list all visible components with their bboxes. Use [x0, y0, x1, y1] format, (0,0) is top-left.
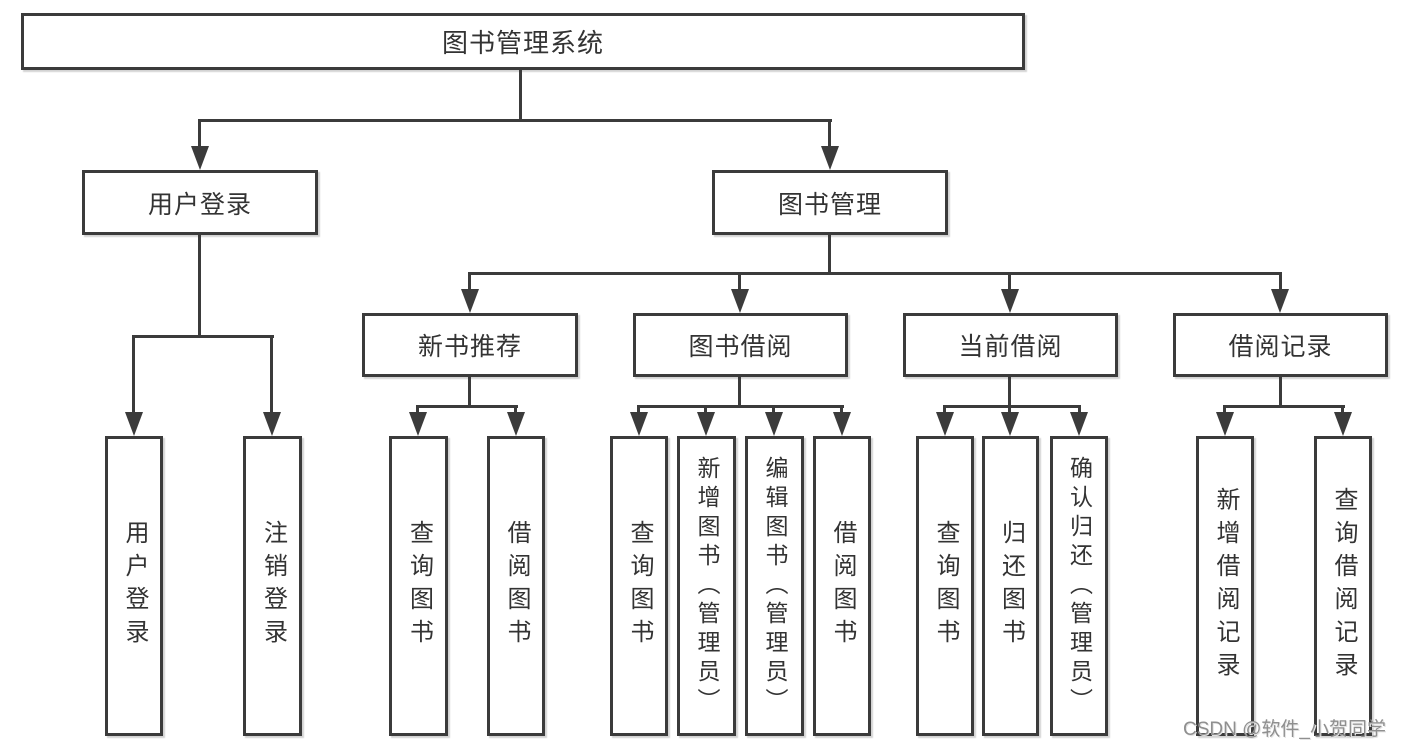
arrow-down-icon: [191, 146, 209, 170]
connector-line: [1008, 405, 1011, 414]
node-label: 注销登录: [259, 520, 287, 652]
leaf-query-borrow-record: 查询借阅记录: [1314, 436, 1372, 736]
node-book-borrow: 图书借阅: [633, 313, 848, 377]
arrow-down-icon: [1334, 412, 1352, 436]
node-label: 查询图书: [405, 520, 433, 652]
node-label: 当前借阅: [958, 333, 1063, 361]
node-label: 图书管理: [777, 190, 882, 219]
arrow-down-icon: [765, 412, 783, 436]
connector-line: [738, 272, 741, 291]
connector-line: [198, 119, 201, 150]
connector-line: [828, 119, 831, 150]
node-borrow-records: 借阅记录: [1173, 313, 1388, 377]
connector-line: [943, 405, 946, 414]
leaf-add-borrow-record: 新增借阅记录: [1196, 436, 1254, 736]
arrow-down-icon: [833, 412, 851, 436]
arrow-down-icon: [409, 412, 427, 436]
leaf-query-books-borrow: 查询图书: [610, 436, 668, 736]
connector-line: [943, 405, 1081, 408]
arrow-down-icon: [461, 289, 479, 313]
connector-line: [198, 119, 832, 122]
connector-line: [198, 235, 201, 337]
arrow-down-icon: [507, 412, 525, 436]
connector-line: [637, 405, 640, 414]
connector-line: [840, 405, 843, 414]
connector-line: [132, 335, 135, 414]
connector-line: [637, 405, 844, 408]
node-label: 图书借阅: [688, 333, 793, 361]
arrow-down-icon: [125, 412, 143, 436]
arrow-down-icon: [821, 146, 839, 170]
arrow-down-icon: [1216, 412, 1234, 436]
leaf-logout-login: 注销登录: [243, 436, 302, 736]
node-label: 新书推荐: [417, 333, 522, 361]
connector-line: [704, 405, 707, 414]
node-label: 确认归还（管理员）: [1066, 455, 1093, 717]
connector-line: [772, 405, 775, 414]
connector-line: [514, 405, 517, 414]
node-label: 查询图书: [626, 520, 653, 652]
arrow-down-icon: [1271, 289, 1289, 313]
connector-line: [1008, 377, 1011, 407]
node-current-borrow: 当前借阅: [903, 313, 1118, 377]
node-label: 新增图书（管理员）: [694, 455, 720, 717]
leaf-user-login: 用户登录: [105, 436, 163, 736]
node-label: 借阅图书: [503, 520, 530, 652]
connector-line: [132, 335, 274, 338]
arrow-down-icon: [697, 412, 715, 436]
csdn-watermark: CSDN @软件_小贺同学: [1183, 719, 1386, 740]
connector-line: [1279, 377, 1282, 407]
leaf-query-books-recommend: 查询图书: [389, 436, 448, 736]
connector-line: [468, 272, 471, 291]
node-label: 用户登录: [147, 190, 252, 219]
connector-line: [1223, 405, 1226, 414]
leaf-borrow-books-recommend: 借阅图书: [487, 436, 545, 736]
node-label: 借阅记录: [1228, 333, 1333, 361]
node-label: 用户登录: [121, 520, 148, 652]
connector-line: [828, 235, 831, 274]
node-label: 归还图书: [997, 520, 1025, 652]
connector-line: [468, 272, 1282, 275]
node-new-book-recommend: 新书推荐: [362, 313, 578, 377]
connector-line: [416, 405, 518, 408]
connector-line: [1008, 272, 1011, 291]
connector-line: [468, 377, 471, 407]
arrow-down-icon: [1001, 289, 1019, 313]
node-label: 图书管理系统: [441, 28, 604, 58]
connector-line: [1279, 272, 1282, 291]
node-label: 查询图书: [932, 520, 959, 652]
connector-line: [1341, 405, 1344, 414]
leaf-borrow-books: 借阅图书: [813, 436, 871, 736]
leaf-add-books-admin: 新增图书（管理员）: [677, 436, 736, 736]
arrow-down-icon: [630, 412, 648, 436]
node-label: 查询借阅记录: [1330, 487, 1357, 685]
leaf-return-books: 归还图书: [982, 436, 1039, 736]
node-label: 编辑图书（管理员）: [762, 455, 788, 717]
connector-line: [519, 70, 522, 121]
leaf-confirm-return-admin: 确认归还（管理员）: [1050, 436, 1108, 736]
connector-line: [416, 405, 419, 414]
node-book-management: 图书管理: [712, 170, 948, 235]
arrow-down-icon: [1070, 412, 1088, 436]
arrow-down-icon: [936, 412, 954, 436]
connector-line: [1078, 405, 1081, 414]
arrow-down-icon: [731, 289, 749, 313]
node-label: 新增借阅记录: [1212, 487, 1239, 685]
connector-line: [738, 377, 741, 407]
arrow-down-icon: [263, 412, 281, 436]
connector-line: [270, 335, 273, 414]
leaf-edit-books-admin: 编辑图书（管理员）: [745, 436, 804, 736]
arrow-down-icon: [1001, 412, 1019, 436]
node-user-login: 用户登录: [82, 170, 318, 235]
node-library-management-system: 图书管理系统: [21, 13, 1025, 70]
node-label: 借阅图书: [829, 520, 856, 652]
leaf-query-books-current: 查询图书: [916, 436, 974, 736]
connector-line: [1223, 405, 1345, 408]
